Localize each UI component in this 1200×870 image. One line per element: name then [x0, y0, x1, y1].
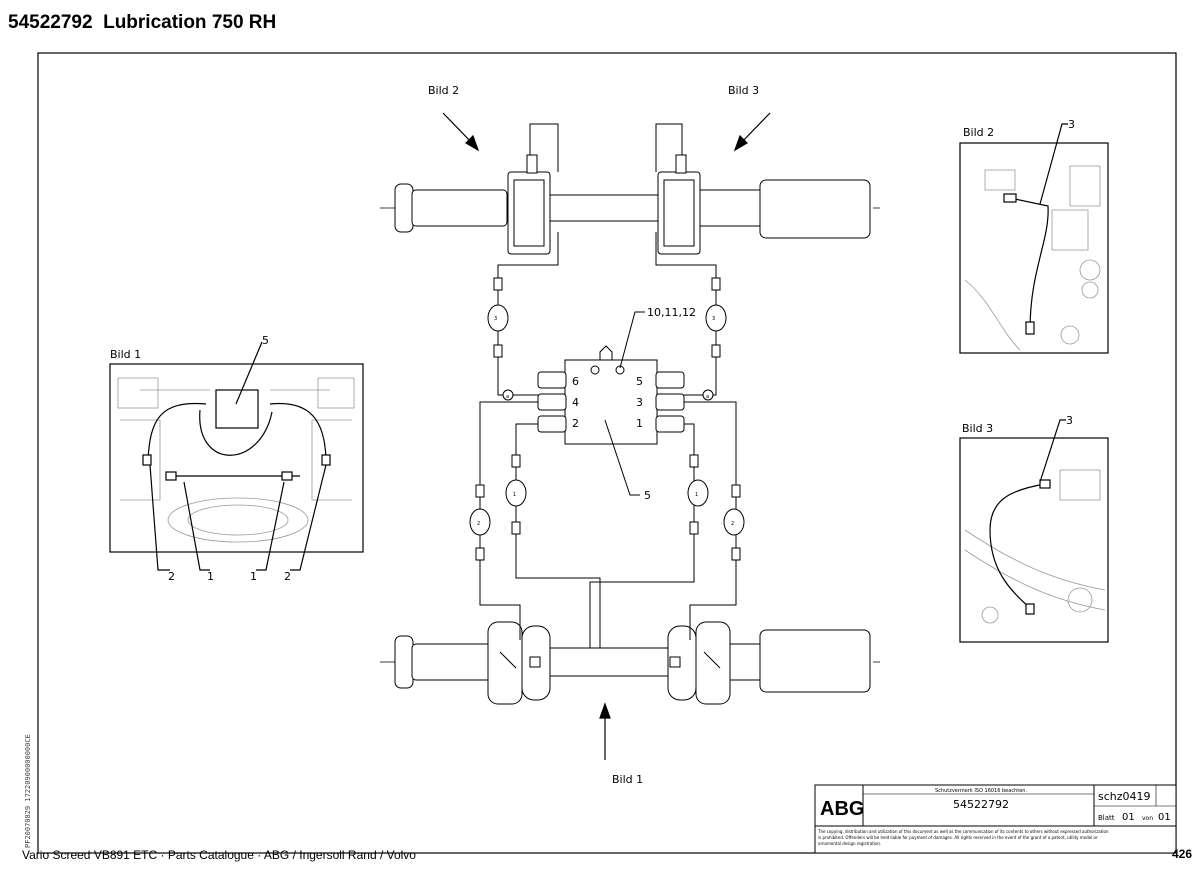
page-number: 426 [1171, 847, 1192, 861]
port-6: 6 [572, 375, 579, 388]
bild2-view-label: Bild 2 [428, 84, 459, 97]
title-block-disclaimer-2: is prohibited. Offenders will be held li… [818, 835, 1098, 840]
inset1-label: Bild 1 [110, 348, 141, 361]
title-block-notice: Schutzvermerk ISO 16016 beachten. [935, 788, 1027, 794]
view-arrows [442, 112, 771, 760]
inset1-callout-5: 5 [262, 334, 269, 347]
port-4: 4 [572, 396, 579, 409]
inset1-callout-2-left: 2 [168, 570, 175, 583]
title-block-disclaimer-1: The copying, distribution and utilizatio… [817, 829, 1109, 834]
title-block-sheet-label: Blatt [1098, 814, 1115, 822]
hose-callout-1-right: 1 [695, 492, 698, 498]
inset1-callout-2-right: 2 [284, 570, 291, 583]
bild1-view-label: Bild 1 [612, 773, 643, 786]
port-1: 1 [636, 417, 643, 430]
title-block-sheet: 01 [1122, 812, 1135, 823]
port-3: 3 [636, 396, 643, 409]
title-block: ABG Schutzvermerk ISO 16016 beachten. 54… [814, 784, 1177, 854]
port-2: 2 [572, 417, 579, 430]
inset-bild1: Bild 1 5 2 1 1 2 [109, 334, 364, 583]
side-document-code: PF20070829 17220900000000CE [24, 734, 32, 848]
top-axle-assembly [380, 123, 880, 255]
bottom-axle-assembly [380, 621, 880, 705]
inset3-label: Bild 3 [962, 422, 993, 435]
main-schematic [380, 112, 880, 760]
port-5: 5 [636, 375, 643, 388]
title-block-sheets: 01 [1158, 812, 1171, 823]
inset2-label: Bild 2 [963, 126, 994, 139]
inset2-callout-3: 3 [1068, 118, 1075, 131]
distributor-block [537, 345, 685, 445]
port-a-right: a [706, 394, 709, 400]
inset-bild2: Bild 2 3 [959, 118, 1109, 354]
title-block-drawing-number: 54522792 [953, 798, 1009, 811]
inset-bild3: Bild 3 3 [959, 414, 1109, 643]
hose-callout-circles [469, 304, 745, 536]
bild3-view-label: Bild 3 [728, 84, 759, 97]
drawing-frame [37, 52, 1177, 854]
hose-callout-3-left: 3 [494, 316, 497, 322]
hose-callout-3-right: 3 [712, 316, 715, 322]
hose-callout-2-right: 2 [731, 521, 734, 527]
port-a-left: a [506, 394, 509, 400]
block-callout-bottom: 5 [644, 489, 651, 502]
title-block-of-label: von [1142, 815, 1153, 822]
hose-fittings [475, 277, 741, 561]
page-title: 54522792 Lubrication 750 RH [8, 12, 277, 33]
main-schematic-labels: Bild 2 Bild 3 Bild 1 10,11,12 5 3 3 1 1 … [428, 84, 759, 786]
inset1-callout-1-left: 1 [207, 570, 214, 583]
inset1-callout-1-right: 1 [250, 570, 257, 583]
page-footer: Vario Screed VB891 ETC · Parts Catalogue… [22, 848, 416, 862]
hose-callout-2-left: 2 [477, 521, 480, 527]
title-block-disclaimer-3: ornamental design registration. [818, 841, 881, 846]
hose-callout-1-left: 1 [513, 492, 516, 498]
block-callout-top: 10,11,12 [647, 306, 696, 319]
abg-logo: ABG [820, 798, 864, 820]
title-block-doc-code: schz0419 [1098, 790, 1151, 803]
inset3-callout-3: 3 [1066, 414, 1073, 427]
